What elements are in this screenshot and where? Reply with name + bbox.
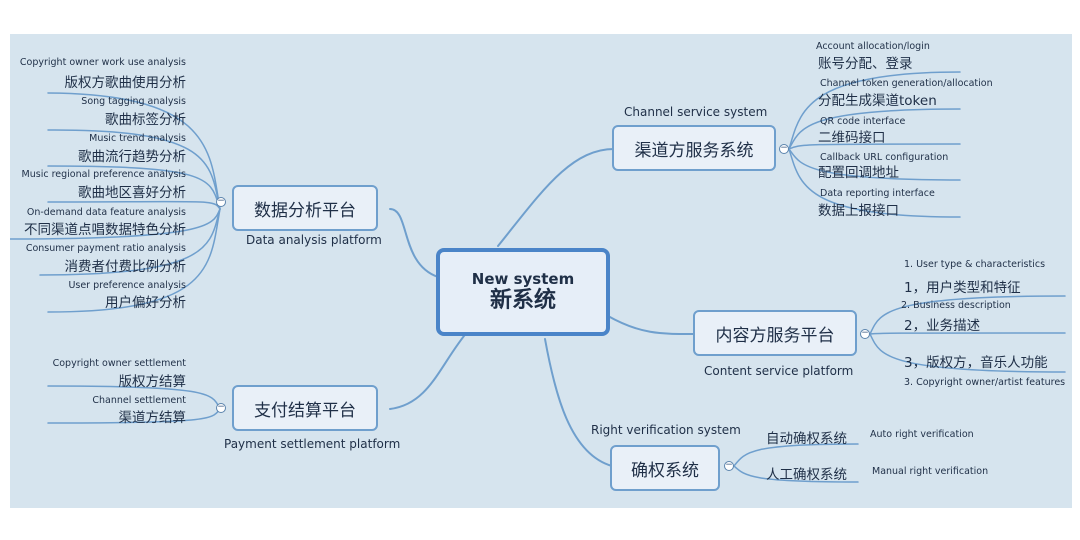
data-analysis-item-6-en: Consumer payment ratio analysis xyxy=(25,243,186,254)
channel-service-node[interactable]: 渠道方服务系统 xyxy=(612,125,776,171)
payment-settlement-title: 支付结算平台 xyxy=(254,400,356,421)
payment-item-1-en: Copyright owner settlement xyxy=(52,358,186,369)
central-topic[interactable]: New system 新系统 xyxy=(436,248,610,336)
channel-item-4-en: Callback URL configuration xyxy=(820,152,949,163)
channel-item-2-zh[interactable]: 分配生成渠道token xyxy=(818,93,937,109)
content-item-1-en: 1. User type & characteristics xyxy=(904,259,1046,270)
content-service-node[interactable]: 内容方服务平台 xyxy=(693,310,857,356)
payment-item-2-en: Channel settlement xyxy=(92,395,186,406)
connector-lines xyxy=(10,71,1066,483)
content-item-3-zh[interactable]: 3，版权方，音乐人功能 xyxy=(904,355,1048,371)
channel-service-title: 渠道方服务系统 xyxy=(634,140,754,161)
data-analysis-item-2-en: Song tagging analysis xyxy=(81,96,186,107)
data-analysis-item-7-zh[interactable]: 用户偏好分析 xyxy=(105,295,186,311)
content-service-english-label: Content service platform xyxy=(704,364,854,378)
channel-item-3-en: QR code interface xyxy=(820,116,906,127)
data-analysis-english-label: Data analysis platform xyxy=(246,233,382,247)
rights-item-1-en: Auto right verification xyxy=(870,429,974,440)
rights-item-1-zh[interactable]: 自动确权系统 xyxy=(766,431,847,447)
data-analysis-item-5-en: On-demand data feature analysis xyxy=(26,207,186,218)
content-service-title: 内容方服务平台 xyxy=(715,325,835,346)
channel-item-4-zh[interactable]: 配置回调地址 xyxy=(818,165,899,181)
data-analysis-item-3-en: Music trend analysis xyxy=(89,133,186,144)
channel-item-1-en: Account allocation/login xyxy=(816,41,930,52)
data-analysis-collapse-icon[interactable]: − xyxy=(216,196,226,207)
data-analysis-item-1-en: Copyright owner work use analysis xyxy=(19,57,186,68)
channel-item-5-en: Data reporting interface xyxy=(820,188,935,199)
payment-settlement-english-label: Payment settlement platform xyxy=(224,437,401,451)
channel-item-2-en: Channel token generation/allocation xyxy=(820,78,993,89)
data-analysis-item-7-en: User preference analysis xyxy=(68,280,186,291)
payment-item-2-zh[interactable]: 渠道方结算 xyxy=(118,410,187,426)
rights-item-2-en: Manual right verification xyxy=(872,466,989,477)
data-analysis-title: 数据分析平台 xyxy=(254,200,356,221)
right-verification-title: 确权系统 xyxy=(631,460,699,481)
data-analysis-item-3-zh[interactable]: 歌曲流行趋势分析 xyxy=(78,149,186,165)
payment-item-1-zh[interactable]: 版权方结算 xyxy=(118,374,187,390)
channel-service-english-label: Channel service system xyxy=(624,105,768,119)
content-collapse-icon[interactable]: − xyxy=(860,328,870,339)
content-item-2-en: 2. Business description xyxy=(901,300,1011,311)
rights-collapse-icon[interactable]: − xyxy=(724,460,734,471)
data-analysis-item-1-zh[interactable]: 版权方歌曲使用分析 xyxy=(64,75,187,91)
channel-item-5-zh[interactable]: 数据上报接口 xyxy=(818,203,899,219)
right-verification-english-label: Right verification system xyxy=(591,423,741,437)
data-analysis-item-6-zh[interactable]: 消费者付费比例分析 xyxy=(64,259,187,275)
payment-settlement-node[interactable]: 支付结算平台 xyxy=(232,385,378,431)
data-analysis-item-4-en: Music regional preference analysis xyxy=(21,169,186,180)
content-item-3-en: 3. Copyright owner/artist features xyxy=(904,377,1066,388)
data-analysis-node[interactable]: 数据分析平台 xyxy=(232,185,378,231)
channel-collapse-icon[interactable]: − xyxy=(779,143,789,154)
rights-item-2-zh[interactable]: 人工确权系统 xyxy=(766,467,847,483)
payment-collapse-icon[interactable]: − xyxy=(216,402,226,413)
central-topic-chinese: 新系统 xyxy=(489,287,556,313)
data-analysis-item-5-zh[interactable]: 不同渠道点唱数据特色分析 xyxy=(24,222,186,238)
channel-item-3-zh[interactable]: 二维码接口 xyxy=(818,130,886,146)
data-analysis-item-2-zh[interactable]: 歌曲标签分析 xyxy=(105,112,186,128)
mindmap-canvas: New system 新系统 数据分析平台 Data analysis plat… xyxy=(10,34,1072,508)
channel-item-1-zh[interactable]: 账号分配、登录 xyxy=(818,56,913,72)
central-topic-english: New system xyxy=(471,269,575,288)
content-item-2-zh[interactable]: 2，业务描述 xyxy=(904,318,981,334)
content-item-1-zh[interactable]: 1，用户类型和特征 xyxy=(904,280,1021,296)
data-analysis-item-4-zh[interactable]: 歌曲地区喜好分析 xyxy=(78,185,186,201)
right-verification-node[interactable]: 确权系统 xyxy=(610,445,720,491)
